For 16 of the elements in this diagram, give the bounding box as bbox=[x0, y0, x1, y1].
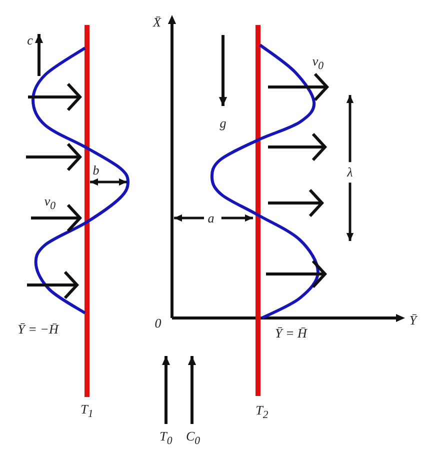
variable-label: b bbox=[92, 164, 100, 176]
boundary-label: Ȳ = −H̄ bbox=[18, 322, 58, 336]
variable-label: C$_{0}$ bbox=[186, 429, 200, 447]
variable-label: T$_{1}$ bbox=[80, 402, 94, 420]
boundary-label: Ȳ = H̄ bbox=[275, 326, 307, 340]
variable-label: v$_{0}$ bbox=[312, 54, 324, 72]
variable-label: g bbox=[220, 116, 226, 130]
variable-label: λ bbox=[347, 166, 353, 178]
variable-label: a bbox=[208, 212, 214, 224]
axis-label: Ȳ bbox=[409, 314, 417, 326]
axis-label: 0 bbox=[154, 316, 162, 330]
variable-label: T$_{0}$ bbox=[160, 429, 172, 447]
variable-label: v$_{0}$ bbox=[44, 194, 56, 212]
variable-label: c bbox=[27, 34, 33, 46]
axis-label: X̄ bbox=[153, 16, 161, 28]
variable-label: T$_{2}$ bbox=[256, 403, 268, 421]
